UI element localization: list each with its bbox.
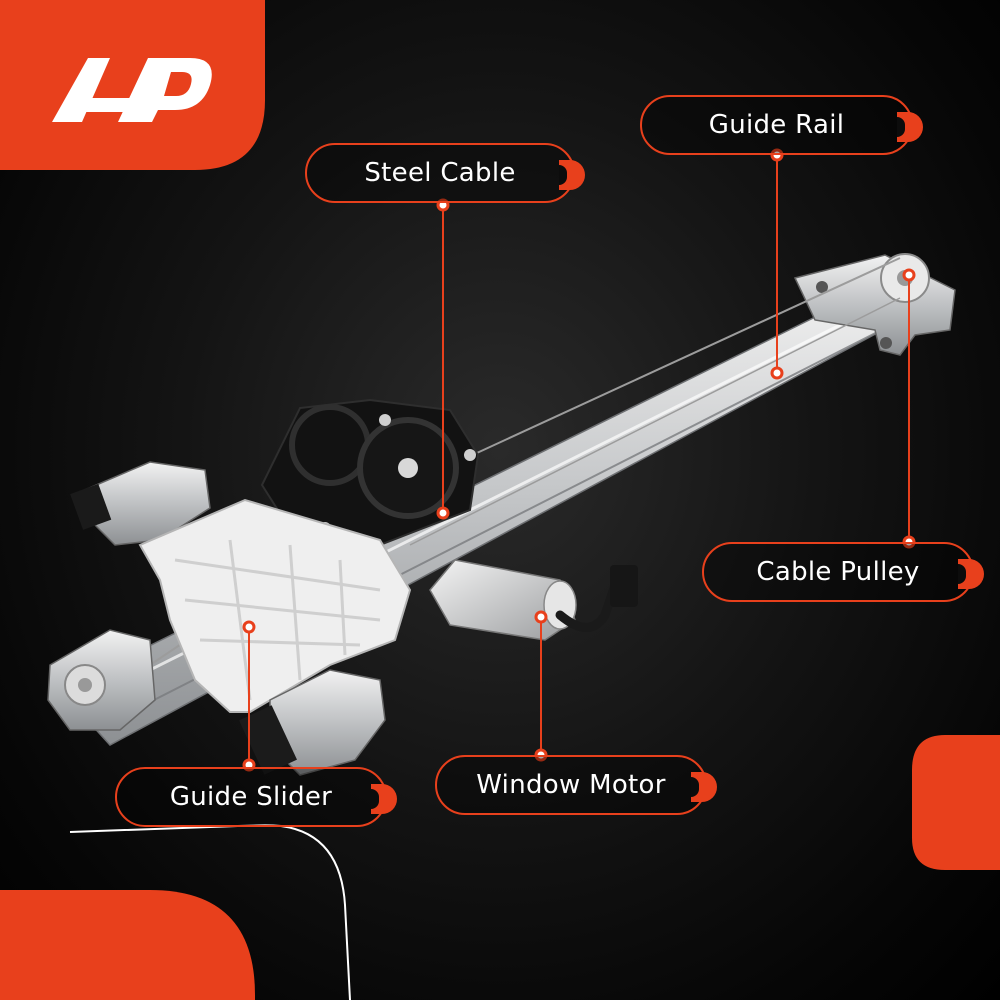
decor-tab-right [912,735,1000,870]
window-motor [429,559,638,641]
decor-corner-top-left [0,0,265,170]
decor-corner-bottom-left [0,823,351,1000]
callout-label: Cable Pulley [756,557,920,587]
callout-tab [371,784,397,814]
lower-bracket [239,669,386,776]
callout-label: Steel Cable [364,158,516,188]
left-slider-blocks [47,461,211,731]
callout-guide-slider: Guide Slider [115,767,397,827]
guide-slider [138,498,412,713]
callout-tab [897,112,923,142]
callout-label: Guide Slider [169,782,333,812]
brand-logo [52,58,212,122]
callout-tab [559,160,585,190]
callout-steel-cable: Steel Cable [305,143,585,203]
callout-window-motor: Window Motor [435,755,717,815]
cable-drum-housing [260,398,480,546]
callout-tab [958,559,984,589]
callout-guide-rail: Guide Rail [640,95,923,155]
callout-cable-pulley: Cable Pulley [702,542,984,602]
callout-label: Window Motor [476,770,666,800]
leader-lines [248,155,910,765]
callout-tab [691,772,717,802]
callout-label: Guide Rail [708,110,845,140]
